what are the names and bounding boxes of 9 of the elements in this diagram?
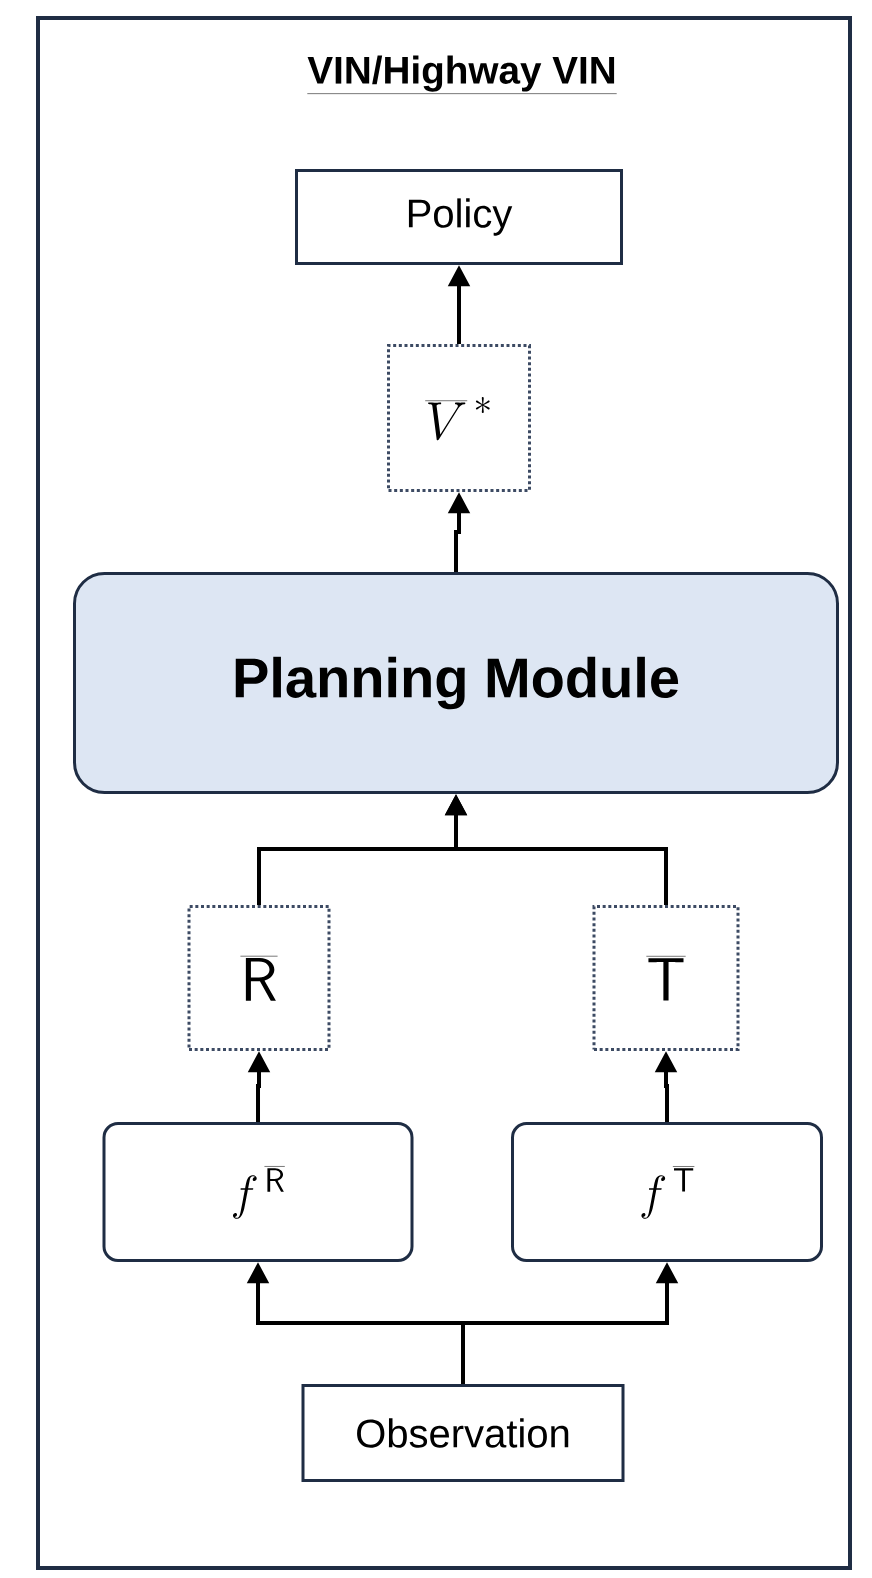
process-box: Observation	[301, 1384, 625, 1482]
title: VIN/Highway VIN	[307, 55, 617, 94]
variable-box: $\overline{\mathsf{R}}$	[187, 905, 331, 1051]
function-box: $f^{\,\overline{\mathsf{R}}}$	[102, 1122, 414, 1262]
function-box: $f^{\,\overline{\mathsf{T}}}$	[511, 1122, 823, 1262]
variable-box: $\overline{V}^{\,*}$	[387, 344, 531, 492]
module-box: Planning Module	[73, 572, 839, 794]
variable-box: $\overline{\mathsf{T}}$	[592, 905, 740, 1051]
process-box: Policy	[295, 169, 623, 265]
